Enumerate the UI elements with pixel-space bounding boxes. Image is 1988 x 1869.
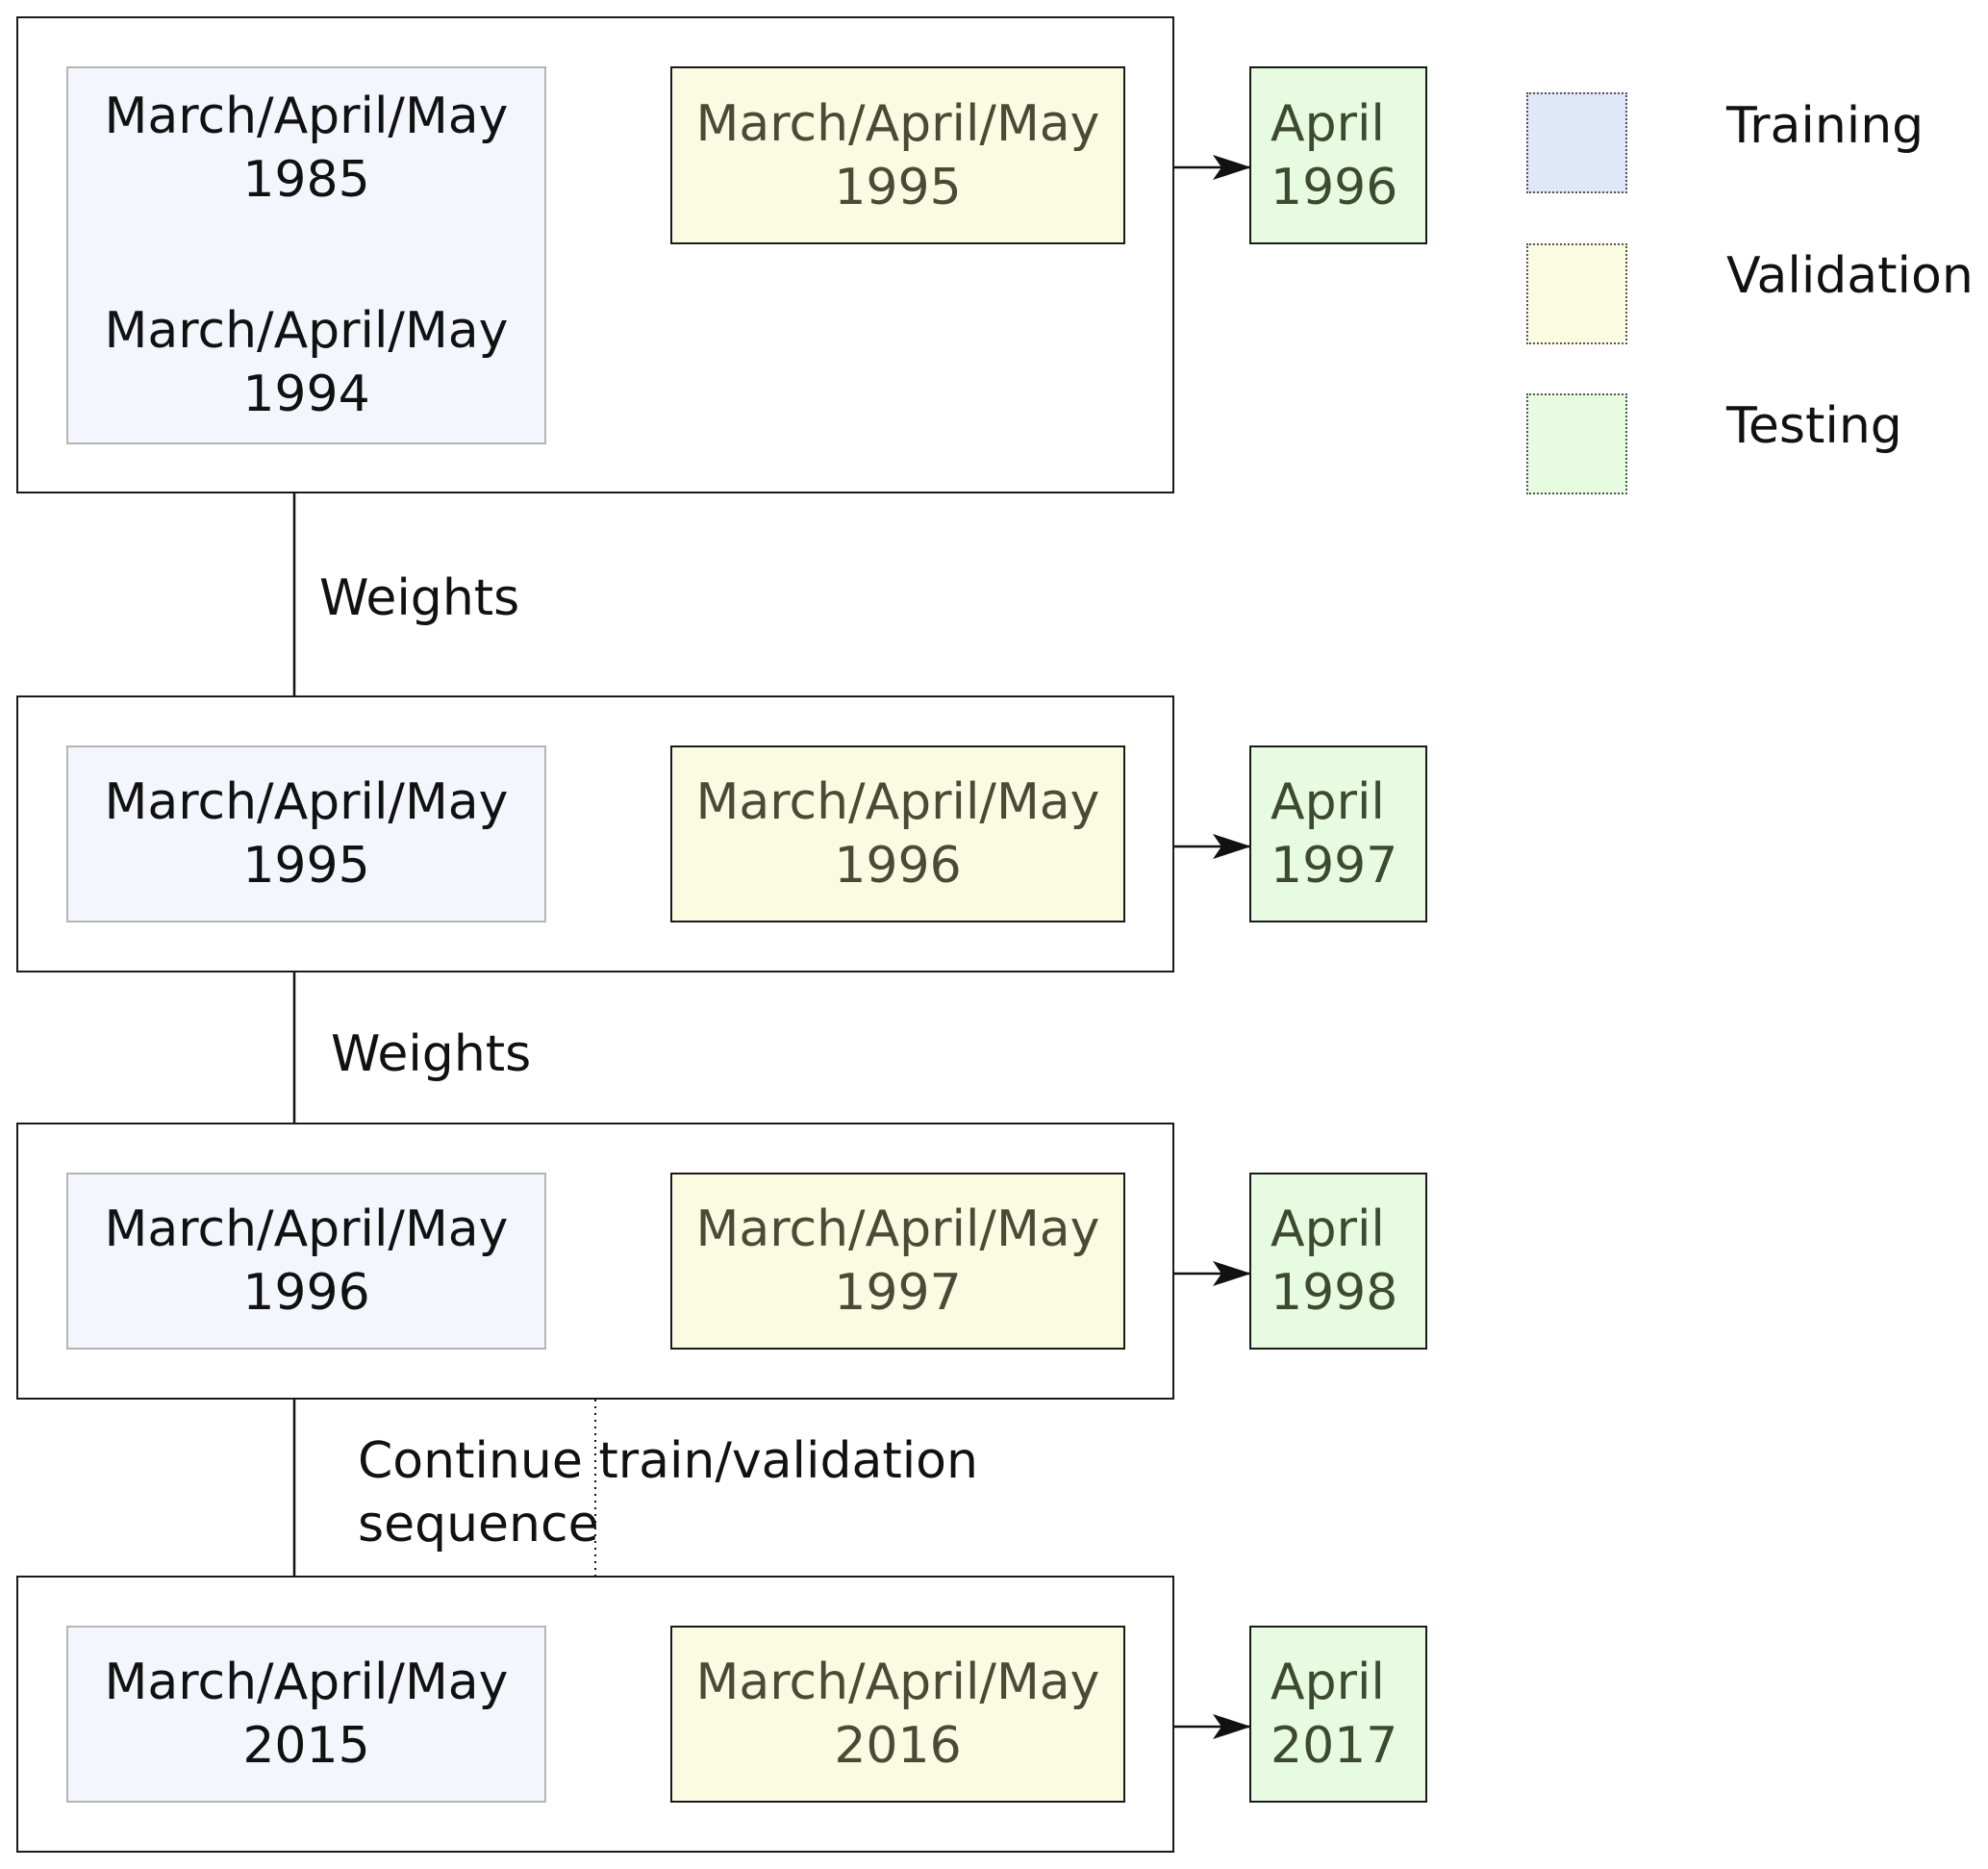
stage-3-validation-period: March/April/May <box>695 1200 1100 1258</box>
stage-1-training-end-period: March/April/May <box>104 301 509 360</box>
stage-2-testing-box: April 1997 <box>1249 745 1427 922</box>
stage-2-training-year: 1995 <box>242 837 370 895</box>
stage-2-testing-month: April <box>1271 773 1385 831</box>
stage-1-training-start-period: March/April/May <box>104 88 509 146</box>
connector-3-label-line1: Continue train/validation <box>358 1432 978 1490</box>
stage-1-training-start-year: 1985 <box>242 151 370 210</box>
legend-training-label: Training <box>1726 97 1925 155</box>
stage-4-training-box: March/April/May 2015 <box>66 1626 546 1803</box>
legend-validation-swatch <box>1526 243 1627 344</box>
stage-2-validation-box: March/April/May 1996 <box>670 745 1125 922</box>
stage-1-validation-period: March/April/May <box>695 94 1100 153</box>
stage-2-testing-year: 1997 <box>1271 837 1398 895</box>
stage-1-validation-box: March/April/May 1995 <box>670 66 1125 244</box>
stage-3-testing-box: April 1998 <box>1249 1173 1427 1350</box>
legend-testing-label: Testing <box>1726 397 1902 455</box>
stage-4-validation-box: March/April/May 2016 <box>670 1626 1125 1803</box>
connector-3-label-line2: sequence <box>358 1496 599 1553</box>
stage-3-testing-month: April <box>1271 1200 1385 1258</box>
stage-2-training-box: March/April/May 1995 <box>66 745 546 922</box>
legend-training-swatch <box>1526 92 1627 193</box>
stage-4-training-period: March/April/May <box>104 1654 509 1711</box>
stage-3-validation-box: March/April/May 1997 <box>670 1173 1125 1350</box>
stage-4-testing-year: 2017 <box>1271 1717 1398 1775</box>
stage-4-validation-year: 2016 <box>834 1717 962 1775</box>
stage-3-testing-year: 1998 <box>1271 1264 1398 1322</box>
stage-1-training-end-year: 1994 <box>242 365 370 423</box>
stage-2-validation-year: 1996 <box>834 837 962 895</box>
stage-3-training-box: March/April/May 1996 <box>66 1173 546 1350</box>
stage-2-training-period: March/April/May <box>104 773 509 831</box>
stage-4-training-year: 2015 <box>242 1717 370 1775</box>
legend-testing-swatch <box>1526 393 1627 494</box>
stage-4-validation-period: March/April/May <box>695 1654 1100 1711</box>
stage-4-testing-month: April <box>1271 1654 1385 1711</box>
stage-3-training-year: 1996 <box>242 1264 370 1322</box>
connector-1-label: Weights <box>319 569 520 627</box>
stage-1-testing-month: April <box>1271 94 1385 153</box>
connector-2-label: Weights <box>331 1025 532 1083</box>
stage-2-validation-period: March/April/May <box>695 773 1100 831</box>
stage-1-testing-year: 1996 <box>1271 158 1398 216</box>
legend-validation-label: Validation <box>1726 247 1974 305</box>
stage-3-training-period: March/April/May <box>104 1200 509 1258</box>
stage-4-testing-box: April 2017 <box>1249 1626 1427 1803</box>
stage-1-testing-box: April 1996 <box>1249 66 1427 244</box>
stage-1-validation-year: 1995 <box>834 158 962 216</box>
stage-3-validation-year: 1997 <box>834 1264 962 1322</box>
stage-1-training-box: March/April/May 1985 March/April/May 199… <box>66 66 546 444</box>
